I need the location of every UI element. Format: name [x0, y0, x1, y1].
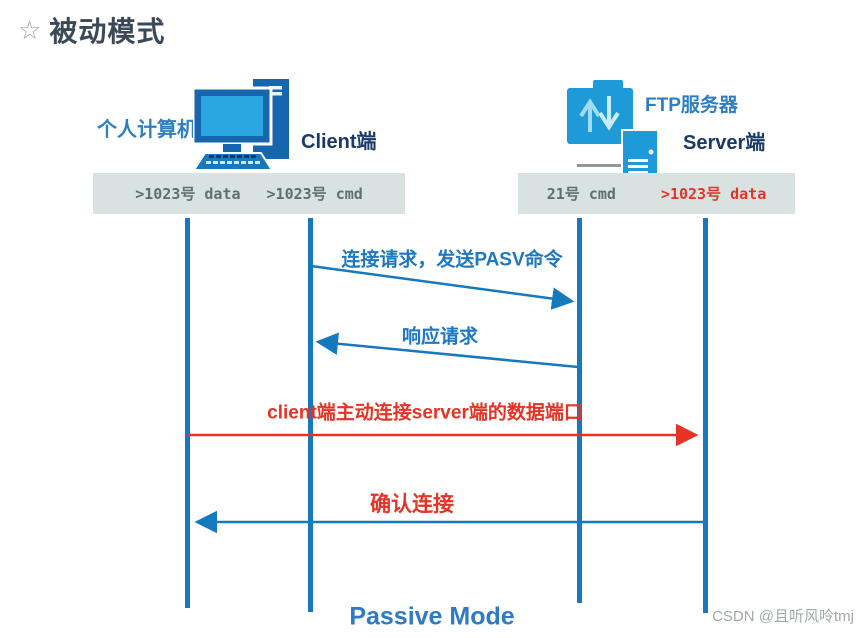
client-role-label: Client端	[301, 131, 377, 153]
server-name-label: FTP服务器	[645, 95, 738, 116]
client-name-label: 个人计算机	[97, 119, 197, 141]
client-cmd-port-label: >1023号 cmd	[266, 185, 363, 203]
server-port-bar: 21号 cmd >1023号 data	[518, 173, 795, 214]
server-cmd-lifeline	[577, 218, 582, 603]
server-data-lifeline	[703, 218, 708, 613]
csdn-watermark: CSDN @且听风呤tmj	[712, 608, 854, 625]
server-data-port-label: >1023号 data	[660, 185, 767, 203]
ftp-server-icon	[567, 80, 659, 180]
client-data-lifeline	[185, 218, 190, 608]
confirm-connect-label: 确认连接	[370, 493, 454, 516]
data-connect-label: client端主动连接server端的数据端口	[267, 402, 583, 424]
client-port-bar: >1023号 data >1023号 cmd	[93, 173, 405, 214]
client-data-port-label: >1023号 data	[135, 185, 241, 203]
pasv-request-label: 连接请求，发送PASV命令	[341, 249, 563, 271]
page-title-text: 被动模式	[49, 16, 166, 47]
mode-caption: Passive Mode	[349, 602, 515, 631]
client-cmd-lifeline	[308, 218, 313, 612]
response-label: 响应请求	[401, 326, 479, 348]
page-title: ☆ 被动模式	[18, 10, 165, 50]
server-cmd-port-label: 21号 cmd	[546, 185, 616, 203]
server-role-label: Server端	[683, 132, 766, 154]
star-icon: ☆	[18, 15, 42, 45]
desktop-computer-icon	[193, 79, 289, 171]
